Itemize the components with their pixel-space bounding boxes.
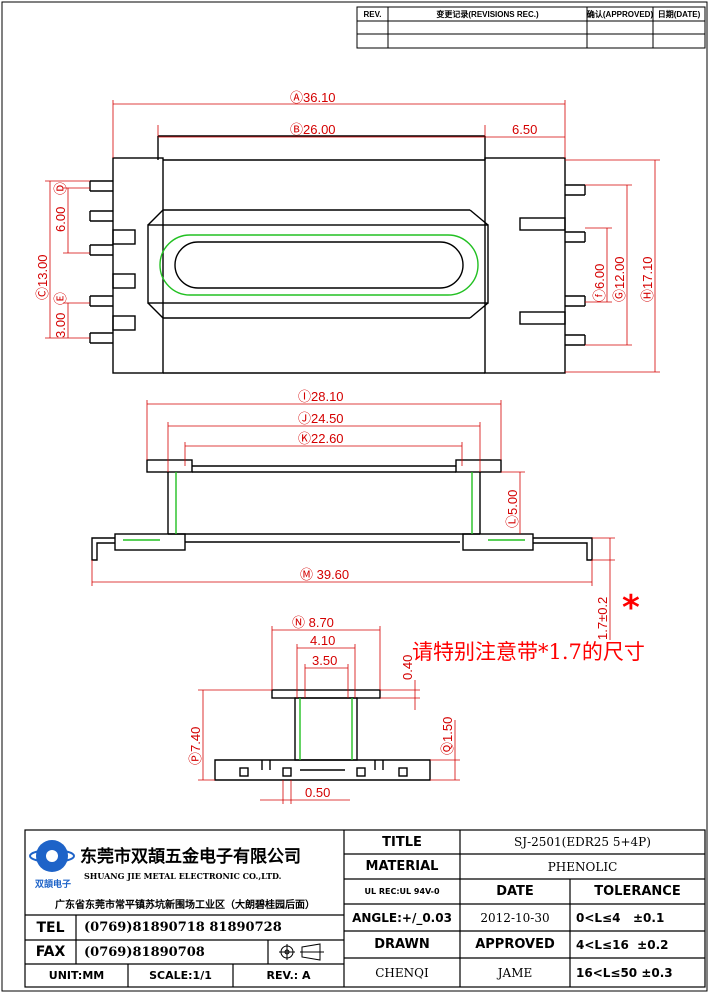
drawn-value: CHENQI [375,965,429,980]
right-pins [519,184,586,346]
top-inner-slot [159,234,479,296]
dim-marker-lower: Ⓔ [53,292,68,305]
dim-overall-width: Ⓗ17.10 [640,256,655,302]
tolerance-row-1: 0<L≤4 ±0.1 [576,910,665,925]
rev-header-record: 变更记录(REVISIONS REC.) [436,9,539,19]
dim-pin-span-left: Ⓒ13.00 [35,254,50,300]
rev-header-approved: 确认(APPROVED) [586,9,654,19]
title-block-grid [24,829,706,988]
fax-value: (0769)81890708 [84,944,205,960]
unit-label: UNIT:MM [48,969,105,982]
dim-overall-height: Ⓟ7.40 [188,727,203,765]
title-label: TITLE [382,834,422,850]
dim-inner-width-small: ⓕ6.00 [592,264,607,302]
rev-label: REV.: A [266,969,311,982]
title-value: SJ-2501(EDR25 5+4P) [514,835,651,849]
logo-text: 双頡电子 [34,879,71,890]
rev-header-rev: REV. [363,9,382,19]
material-value: PHENOLIC [547,859,618,874]
company-name-en: SHUANG JIE METAL ELECTRONIC CO.,LTD. [84,871,282,881]
material-label: MATERIAL [365,859,439,874]
company-logo [29,840,75,872]
drawn-label: DRAWN [374,937,430,952]
tolerance-row-2: 4<L≤16 ±0.2 [576,937,669,952]
angle-label: ANGLE:+/_0.03 [352,910,452,925]
dim-inner-length: Ⓑ26.00 [290,122,336,137]
left-flange [112,157,164,374]
dim-overall-length: Ⓐ36.10 [290,90,336,105]
front-view-dimensions [91,400,615,640]
approved-label: APPROVED [475,937,555,952]
dim-base-thickness: Ⓠ1.50 [440,717,455,755]
dim-marker-upper: Ⓓ [53,182,68,195]
dim-pin-pitch-lower: 3.00 [53,313,68,338]
date-label: DATE [496,884,534,899]
tolerance-row-3: 16<L≤50 ±0.3 [576,965,673,980]
dim-core-inner: 3.50 [312,653,337,668]
tel-label: TEL [36,919,65,936]
ul-label: UL REC:UL 94V-0 [364,887,440,896]
dim-pin-thickness: 0.50 [305,785,330,800]
dim-pin-total: Ⓜ 39.60 [300,567,349,582]
right-flange [484,157,566,374]
date-value: 2012-10-30 [480,910,550,925]
tolerance-label: TOLERANCE [594,884,681,899]
dim-side-flange-width: Ⓝ 8.70 [292,615,334,630]
rev-header-date: 日期(DATE) [657,9,701,19]
approved-value: JAME [497,965,533,980]
revision-grid [356,6,706,49]
dim-flange-width: 6.50 [512,122,537,137]
dim-winding-height: Ⓛ5.00 [505,490,520,528]
front-view [91,459,593,561]
projection-symbol-icon [279,943,324,961]
dim-winding-inner: Ⓚ22.60 [298,431,344,446]
fax-label: FAX [35,944,66,960]
dim-winding-outer: Ⓙ24.50 [298,411,344,426]
dim-flange-length: Ⓘ28.10 [298,389,344,404]
attention-star: * [622,588,640,628]
dim-flange-thickness: 0.40 [400,655,415,680]
top-view [89,135,586,374]
dim-inner-width: Ⓖ12.00 [612,256,627,302]
dim-pin-pitch-upper: 6.00 [53,207,68,232]
company-address: 广东省东莞市常平镇苏坑新围场工业区（大朗碧桂园后面） [55,899,315,911]
side-view-dimensions [198,626,460,804]
dim-pin-length: 1.7±0.2 [595,597,610,640]
dim-core-width: 4.10 [310,633,335,648]
attention-note: 请特别注意带*1.7的尺寸 [412,640,645,664]
side-inner [299,698,353,760]
front-inner [123,472,525,541]
tel-value: (0769)81890718 81890728 [84,920,282,935]
scale-label: SCALE:1/1 [149,969,212,982]
left-pins [89,180,136,344]
top-view-dimensions [45,100,660,373]
company-name-cn: 东莞市双頡五金电子有限公司 [80,846,301,866]
